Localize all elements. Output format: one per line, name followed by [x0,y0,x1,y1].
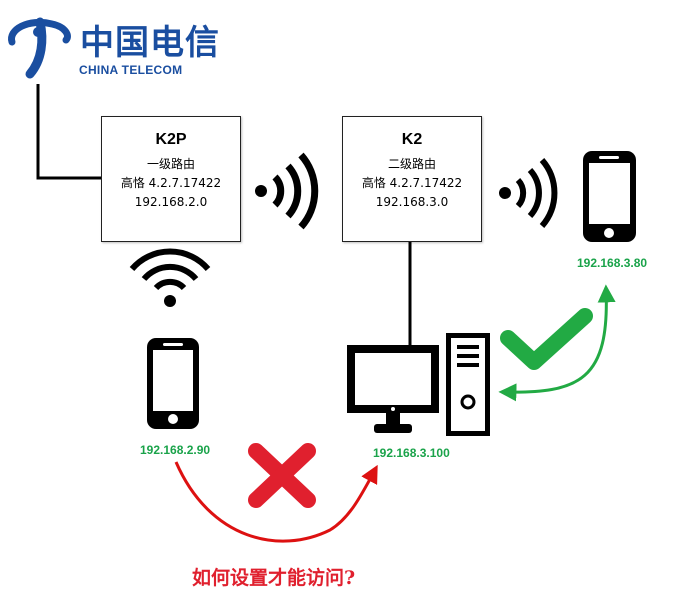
router2-name: K2 [401,131,423,148]
uplink-cable [36,84,101,180]
green-access-arrow [498,284,616,402]
router1-box: K2P 一级路由 高恪 4.2.7.17422 192.168.2.0 [101,116,241,242]
router1-role: 一级路由 [146,157,195,171]
router2-ip: 192.168.3.0 [375,195,449,209]
phone-router2-ip: 192.168.3.80 [577,256,648,270]
router2-firmware: 高恪 4.2.7.17422 [361,176,463,190]
pc-ip: 192.168.3.100 [373,446,450,460]
wifi-signal-icon [499,158,558,228]
phone-router1-ip: 192.168.2.90 [140,443,211,457]
cross-mark-icon [248,443,316,508]
wifi-signal-icon [129,248,211,307]
router2-role: 二级路由 [387,157,436,171]
smartphone-icon [147,338,199,429]
smartphone-icon [583,151,636,242]
logo-english-text: CHINA TELECOM [79,63,183,77]
question-text: 如何设置才能访问? [192,567,356,589]
router1-firmware: 高恪 4.2.7.17422 [120,176,222,190]
router1-name: K2P [155,131,187,148]
telecom-logo-icon [8,17,71,79]
pc-tower-icon [446,333,490,436]
logo-chinese-text: 中国电信 [80,23,220,63]
check-mark-icon [500,308,593,370]
wifi-signal-icon [255,152,319,230]
desktop-monitor-icon [347,345,439,433]
red-access-arrow [174,461,378,543]
router1-ip: 192.168.2.0 [134,195,208,209]
router2-box: K2 二级路由 高恪 4.2.7.17422 192.168.3.0 [342,116,482,242]
